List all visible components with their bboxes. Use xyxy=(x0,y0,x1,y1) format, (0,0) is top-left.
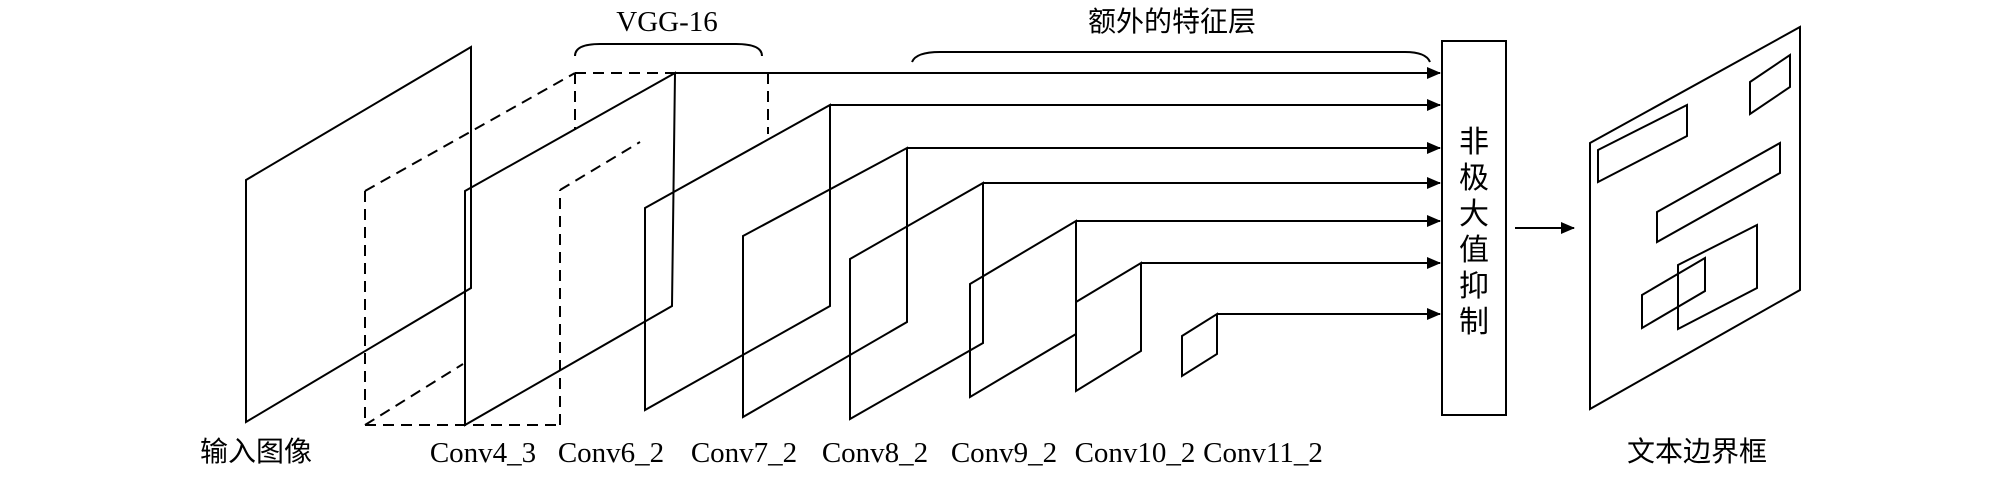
text-boxes xyxy=(1597,53,1791,331)
text-box-2 xyxy=(1749,53,1791,116)
extra-layers-brace xyxy=(911,51,1431,63)
layer-label-conv8-2: Conv8_2 xyxy=(822,437,928,469)
nms-box xyxy=(1441,40,1507,416)
conv4-3-plane xyxy=(464,71,677,427)
feature-arrows xyxy=(675,67,1441,320)
layer-label-conv11-2: Conv11_2 xyxy=(1203,437,1323,469)
input-image-label: 输入图像 xyxy=(200,435,312,468)
conv11-2-plane xyxy=(1181,312,1218,378)
conv8-2-plane xyxy=(849,181,984,421)
layer-label-conv6-2: Conv6_2 xyxy=(558,437,664,469)
layer-label-conv10-2: Conv10_2 xyxy=(1075,437,1196,469)
conv6-2-plane xyxy=(644,103,831,412)
input-image-plane xyxy=(245,45,472,424)
output-plane xyxy=(1589,25,1801,411)
nms-char-3: 大 xyxy=(1459,197,1489,232)
text-bbox-label: 文本边界框 xyxy=(1627,435,1767,468)
layer-label-conv7-2: Conv7_2 xyxy=(691,437,797,469)
conv7-2-plane xyxy=(742,146,908,419)
vgg16-brace xyxy=(574,43,763,57)
text-box-5 xyxy=(1641,256,1706,330)
text-box-1 xyxy=(1597,103,1688,184)
conv10-2-plane xyxy=(1075,261,1142,393)
text-box-3 xyxy=(1656,141,1781,244)
layer-label-conv9-2: Conv9_2 xyxy=(951,437,1057,469)
nms-char-2: 极 xyxy=(1459,161,1489,196)
vgg16-block xyxy=(364,72,769,426)
vgg16-label: VGG-16 xyxy=(616,6,718,38)
nms-char-6: 制 xyxy=(1459,305,1489,340)
extra-layers-label: 额外的特征层 xyxy=(1088,5,1256,38)
nms-label: 非 极 大 值 抑 制 xyxy=(1459,125,1489,340)
nms-char-4: 值 xyxy=(1459,233,1489,268)
layer-labels: Conv4_3 Conv6_2 Conv7_2 Conv8_2 Conv9_2 Conv1… xyxy=(430,437,1323,469)
layer-label-conv4-3: Conv4_3 xyxy=(430,437,536,469)
nms-char-1: 非 xyxy=(1459,125,1489,160)
text-box-4 xyxy=(1677,223,1758,331)
nms-char-5: 抑 xyxy=(1459,269,1489,304)
conv9-2-plane xyxy=(969,219,1077,399)
